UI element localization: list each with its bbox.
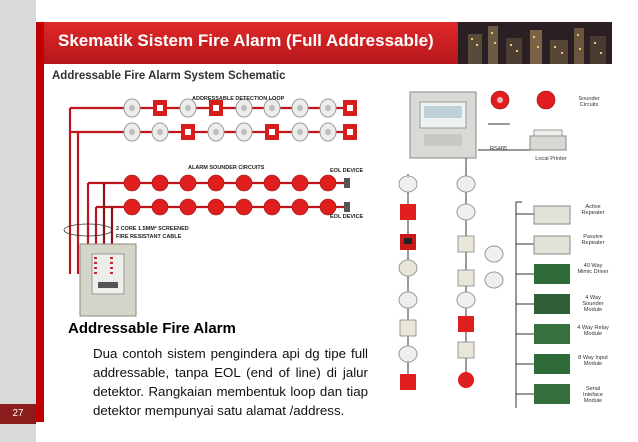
local-printer <box>529 129 567 151</box>
left-device-column <box>398 175 418 390</box>
body-heading: Addressable Fire Alarm <box>68 320 236 337</box>
sounder-row-1 <box>123 174 337 192</box>
schematic-title: Addressable Fire Alarm System Schematic <box>52 70 286 82</box>
left-accent-bar <box>36 22 44 422</box>
city-skyline-image <box>458 22 612 64</box>
label-module-4: 4 Way Relay Module <box>577 325 609 338</box>
slide-title: Skematik Sistem Fire Alarm (Full Address… <box>58 31 434 50</box>
label-eol-device-2: EOL DEVICE <box>330 214 364 220</box>
label-rs485: RS485 <box>490 146 508 152</box>
detection-loop-row-1 <box>123 98 357 118</box>
module-column <box>533 205 571 404</box>
label-detection-loop: ADDRESSABLE DETECTION LOOP <box>192 96 285 102</box>
label-sounder-circuits: ALARM SOUNDER CIRCUITS <box>188 165 265 171</box>
addressable-schematic-diagram <box>63 98 357 317</box>
label-cable-line1: 2 CORE 1.5MM² SCREENED <box>116 226 189 232</box>
label-sounder-circuits-right: Sounder Circuits <box>578 96 600 109</box>
sounder-row-2 <box>123 198 337 216</box>
fire-alarm-control-panel <box>79 243 137 317</box>
main-control-panel <box>409 91 477 159</box>
label-module-5: 8 Way Input Module <box>578 355 608 368</box>
middle-device-column <box>456 175 504 388</box>
label-module-0: Active Repeater <box>581 204 605 217</box>
label-module-3: 4 Way Sounder Module <box>582 295 604 314</box>
label-module-6: Serial Inteface Module <box>583 386 603 405</box>
label-module-1: Passive Repeater <box>581 234 605 247</box>
title-bar <box>44 22 458 64</box>
label-eol-device-1: EOL DEVICE <box>330 168 364 174</box>
label-cable-line2: FIRE RESISTANT CABLE <box>116 234 182 240</box>
body-paragraph: Dua contoh sistem pengindera api dg tipe… <box>93 346 368 418</box>
detection-loop-row-2 <box>123 122 357 142</box>
system-wiring-diagram <box>398 90 571 408</box>
left-side-bar <box>0 0 36 442</box>
label-module-2: 40 Way Mimic Driver <box>577 263 609 276</box>
page-number: 27 <box>0 404 36 424</box>
label-local-printer: Local Printer <box>535 156 567 162</box>
